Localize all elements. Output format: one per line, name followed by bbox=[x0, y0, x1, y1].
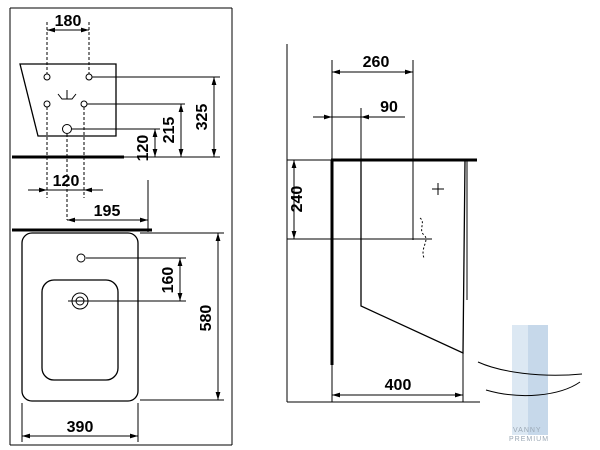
watermark-swoosh bbox=[477, 361, 583, 376]
dimension-195: 195 bbox=[94, 203, 121, 220]
waste-pipe bbox=[419, 217, 427, 259]
dimension-240: 240 bbox=[289, 186, 306, 213]
dimension-390: 390 bbox=[67, 419, 94, 436]
plan-view: 160 580 390 bbox=[9, 228, 233, 446]
watermark-bar-shade bbox=[528, 325, 548, 435]
watermark-swoosh-2 bbox=[485, 381, 581, 397]
dimension-120-vertical: 120 bbox=[135, 135, 152, 162]
fixing-hole bbox=[43, 100, 51, 108]
fixing-hole bbox=[85, 73, 93, 81]
drain-hole bbox=[62, 124, 72, 134]
dimension-580: 580 bbox=[198, 305, 215, 332]
bidet-bowl bbox=[41, 279, 119, 381]
bidet-side-profile bbox=[360, 159, 466, 355]
dimension-120-horizontal: 120 bbox=[53, 173, 80, 190]
dimension-400: 400 bbox=[385, 377, 412, 394]
bidet-outline bbox=[21, 232, 139, 402]
tap-hole bbox=[76, 253, 86, 263]
side-view: 260 90 240 400 bbox=[286, 44, 480, 403]
dimension-90: 90 bbox=[380, 99, 398, 116]
dimension-160: 160 bbox=[160, 267, 177, 294]
fixing-hole bbox=[43, 73, 51, 81]
dimension-180: 180 bbox=[55, 13, 82, 30]
dimension-215: 215 bbox=[161, 117, 178, 144]
top-view: 180 325 215 120 120 195 bbox=[9, 7, 233, 232]
watermark-text-2: PREMIUM bbox=[509, 436, 549, 443]
fixing-hole bbox=[80, 100, 88, 108]
watermark-text-1: VANNY bbox=[513, 427, 542, 434]
bidet-rear-profile bbox=[19, 63, 117, 137]
dimension-260: 260 bbox=[363, 54, 390, 71]
watermark-logo: VANNY PREMIUM bbox=[477, 325, 583, 443]
dimension-325: 325 bbox=[194, 104, 211, 131]
